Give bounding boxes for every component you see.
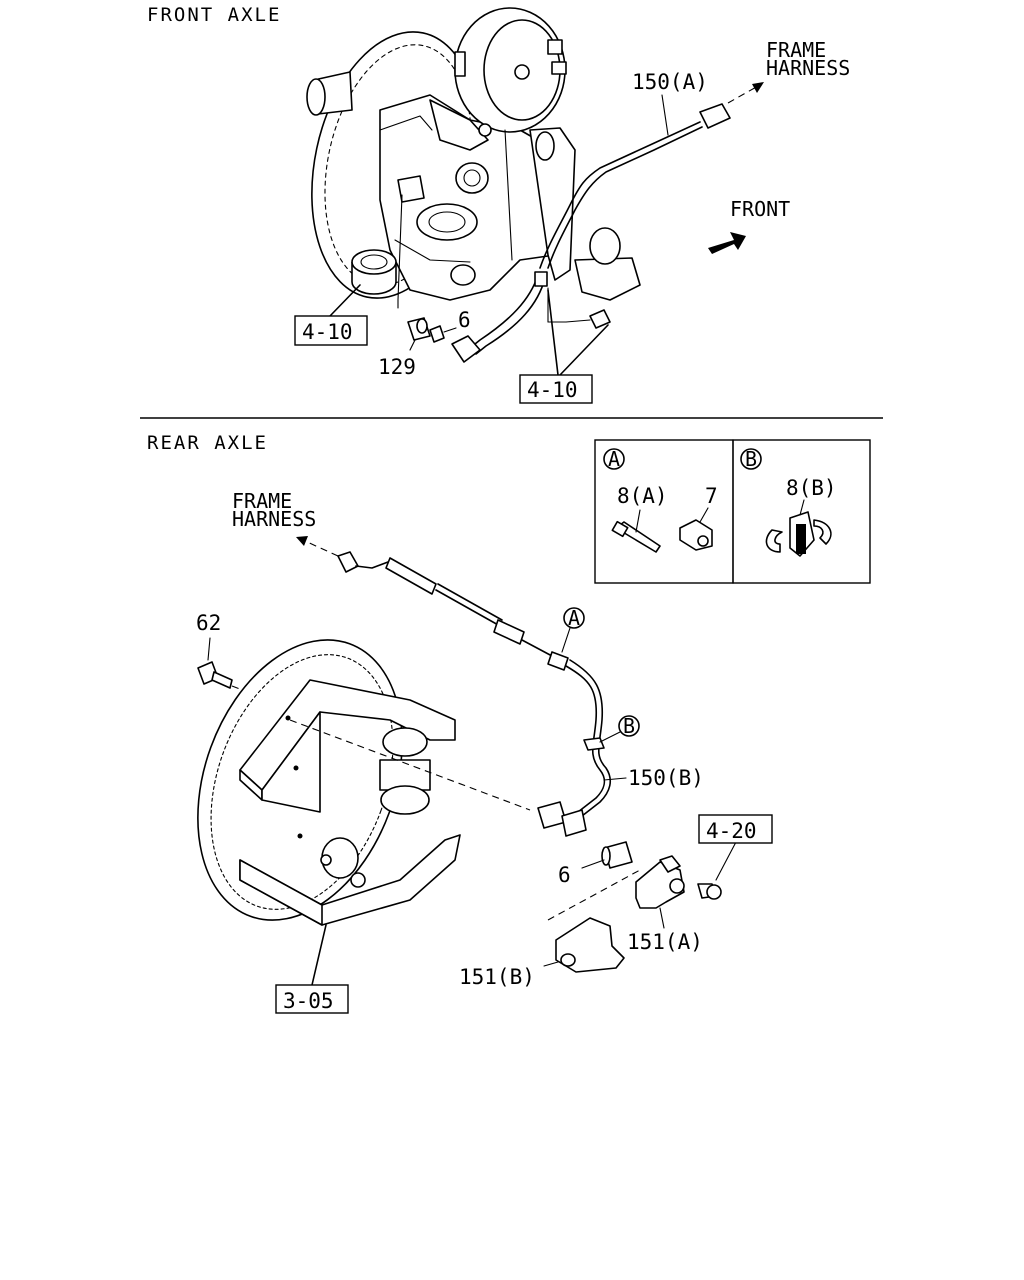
inset-b-letter: B <box>745 447 757 471</box>
inset-box <box>594 439 871 584</box>
inset-a-letter: A <box>608 447 620 471</box>
callout-a-letter: A <box>568 606 580 630</box>
bolt-4-20 <box>697 841 737 900</box>
front-knuckle-drawing <box>306 7 641 301</box>
ref-box-front-right <box>519 374 593 404</box>
label-150a: 150(A) <box>632 70 708 94</box>
front-direction-label: FRONT <box>730 197 790 221</box>
front-frame-harness-arrow <box>727 82 764 104</box>
rear-sensor-6 <box>581 841 633 869</box>
label-8b: 8(B) <box>786 476 837 500</box>
clip-8b-icon <box>765 499 832 557</box>
label-129: 129 <box>378 355 416 379</box>
rear-frame-label: FRAME <box>232 489 292 513</box>
clip-7-icon <box>679 507 713 551</box>
label-7: 7 <box>705 484 718 508</box>
rear-axle-title: REAR AXLE <box>147 432 268 454</box>
label-8a: 8(A) <box>617 484 668 508</box>
rear-frame-harness-arrow <box>296 536 339 557</box>
front-axle-title: FRONT AXLE <box>147 4 281 26</box>
rear-brake-assembly <box>197 639 531 926</box>
callout-a-circle <box>563 607 585 629</box>
bolt-62 <box>197 661 269 701</box>
ref-3-05: 3-05 <box>283 989 334 1013</box>
ref-box-4-20 <box>698 814 773 844</box>
ref-4-20: 4-20 <box>706 819 757 843</box>
front-harness-label: HARNESS <box>766 56 850 80</box>
tie-strap-icon <box>611 509 661 553</box>
ref-4-10-right: 4-10 <box>527 378 578 402</box>
ref-box-3-05 <box>275 984 349 1014</box>
label-62: 62 <box>196 611 221 635</box>
label-150b: 150(B) <box>628 766 704 790</box>
front-direction-arrow <box>708 232 746 254</box>
front-sensor-parts <box>397 194 457 351</box>
label-151a: 151(A) <box>627 930 703 954</box>
callout-b-letter: B <box>623 714 635 738</box>
callout-b-circle <box>618 715 640 737</box>
ref-box-front-left <box>294 315 368 346</box>
label-151b: 151(B) <box>459 965 535 989</box>
rear-harness-label: HARNESS <box>232 507 316 531</box>
label-6-front: 6 <box>458 308 471 332</box>
front-frame-label: FRAME <box>766 38 826 62</box>
rear-sensor-cable <box>337 551 612 837</box>
label-6-rear: 6 <box>558 863 571 887</box>
bracket-151a <box>635 855 685 929</box>
ref-4-10-left: 4-10 <box>302 320 353 344</box>
front-sensor-cable <box>451 103 731 363</box>
bracket-151b <box>543 869 641 973</box>
